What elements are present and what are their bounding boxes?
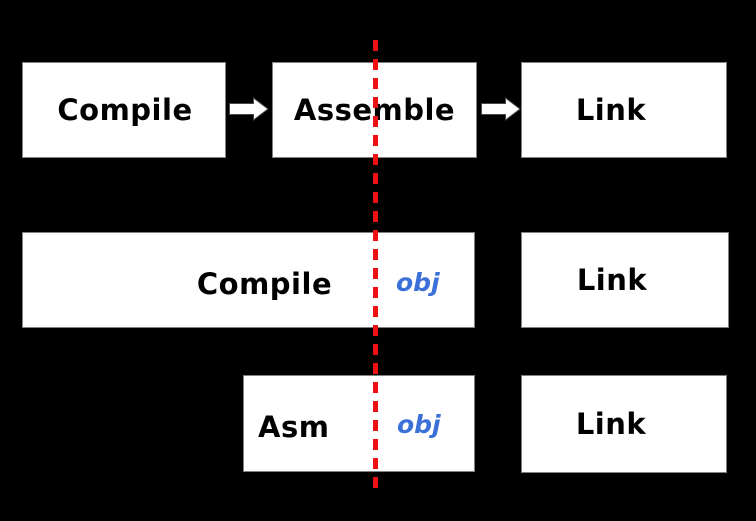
link-stage-label: Link xyxy=(575,93,647,127)
phase-divider-dashed-line xyxy=(373,40,378,495)
obj-file-tag: obj xyxy=(396,268,440,297)
link-stage-box: Link xyxy=(521,375,727,473)
arrow-right-icon xyxy=(481,97,521,121)
link-stage-box: Link xyxy=(521,232,729,328)
link-stage-label: Link xyxy=(576,263,648,297)
compile-combined-stage-box: Compile xyxy=(22,232,475,328)
asm-stage-box: Asm xyxy=(243,375,475,472)
asm-stage-label: Asm xyxy=(258,409,330,444)
compile-stage-label: Compile xyxy=(57,93,193,127)
link-stage-label: Link xyxy=(575,407,647,441)
obj-file-tag: obj xyxy=(397,410,441,439)
arrow-right-icon xyxy=(229,97,269,121)
compile-stage-box: Compile xyxy=(22,62,226,158)
compile-combined-stage-label: Compile xyxy=(196,267,333,301)
link-stage-box: Link xyxy=(521,62,727,158)
